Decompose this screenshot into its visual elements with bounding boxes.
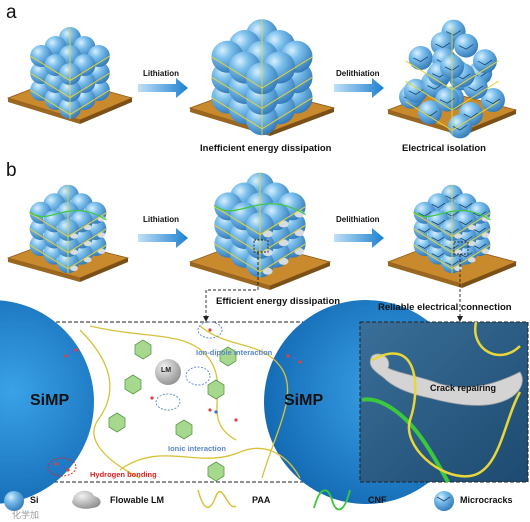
watermark: 化学加 [12,510,40,520]
cube-a3 [386,19,518,139]
ionic-label: Ionic interaction [168,444,226,453]
legend-paa-label: PAA [252,495,271,505]
legend-si-icon [4,491,24,511]
legend-cnf-label: CNF [368,495,387,505]
si-particle [448,114,472,139]
panel-label-a: a [6,2,17,23]
simp-right-label: SiMP [284,392,324,409]
zoom-box-b3 [453,241,469,255]
si-particle [408,46,433,70]
arrow-b2 [334,228,384,248]
si-particle [417,100,442,125]
legend-paa-icon [197,489,237,508]
lm-droplet [155,359,181,385]
cube-a1 [6,27,134,124]
legend-microcracks-label: Microcracks [460,495,513,505]
zoom-box-b2 [253,239,269,253]
si-particle [480,88,505,112]
simp-left-label: SiMP [30,392,70,409]
si-particle [454,33,479,58]
si-particle [403,78,428,103]
caption-reliable: Reliable electrical connection [378,302,512,313]
arrow-a1 [138,78,188,98]
crack-repairing-label: Crack repairing [430,383,497,393]
cube-b3 [386,184,518,288]
legend-cnf-icon [313,489,351,511]
hydrogen-label: Hydrogen bonding [90,470,157,479]
legend-si-label: Si [30,495,39,505]
arrow-b1 [138,228,188,248]
legend-lm-label: Flowable LM [110,495,164,505]
caption-isolation: Electrical isolation [402,143,486,154]
ion-dipole-label: Ion-dipole interaction [196,348,273,357]
legend-lm-icon [72,490,101,509]
arrow-label-lithiation-b: Lithiation [143,215,179,224]
caption-inefficient: Inefficient energy dissipation [200,143,332,154]
lm-label: LM [161,367,172,374]
si-particle [435,87,460,112]
legend [4,489,454,511]
arrow-label-delithiation-a: Delithiation [336,69,380,78]
zoom-right-panel [359,321,529,483]
row-b [6,172,518,322]
cube-b1 [6,184,130,282]
cube-b2 [188,172,332,290]
panel-label-b: b [6,160,17,181]
caption-efficient: Efficient energy dissipation [216,296,341,307]
cube-a2 [188,19,336,136]
si-particle [472,49,497,74]
arrow-label-lithiation-a: Lithiation [143,69,179,78]
arrow-a2 [334,78,384,98]
row-a [6,19,518,139]
arrow-label-delithiation-b: Delithiation [336,215,380,224]
